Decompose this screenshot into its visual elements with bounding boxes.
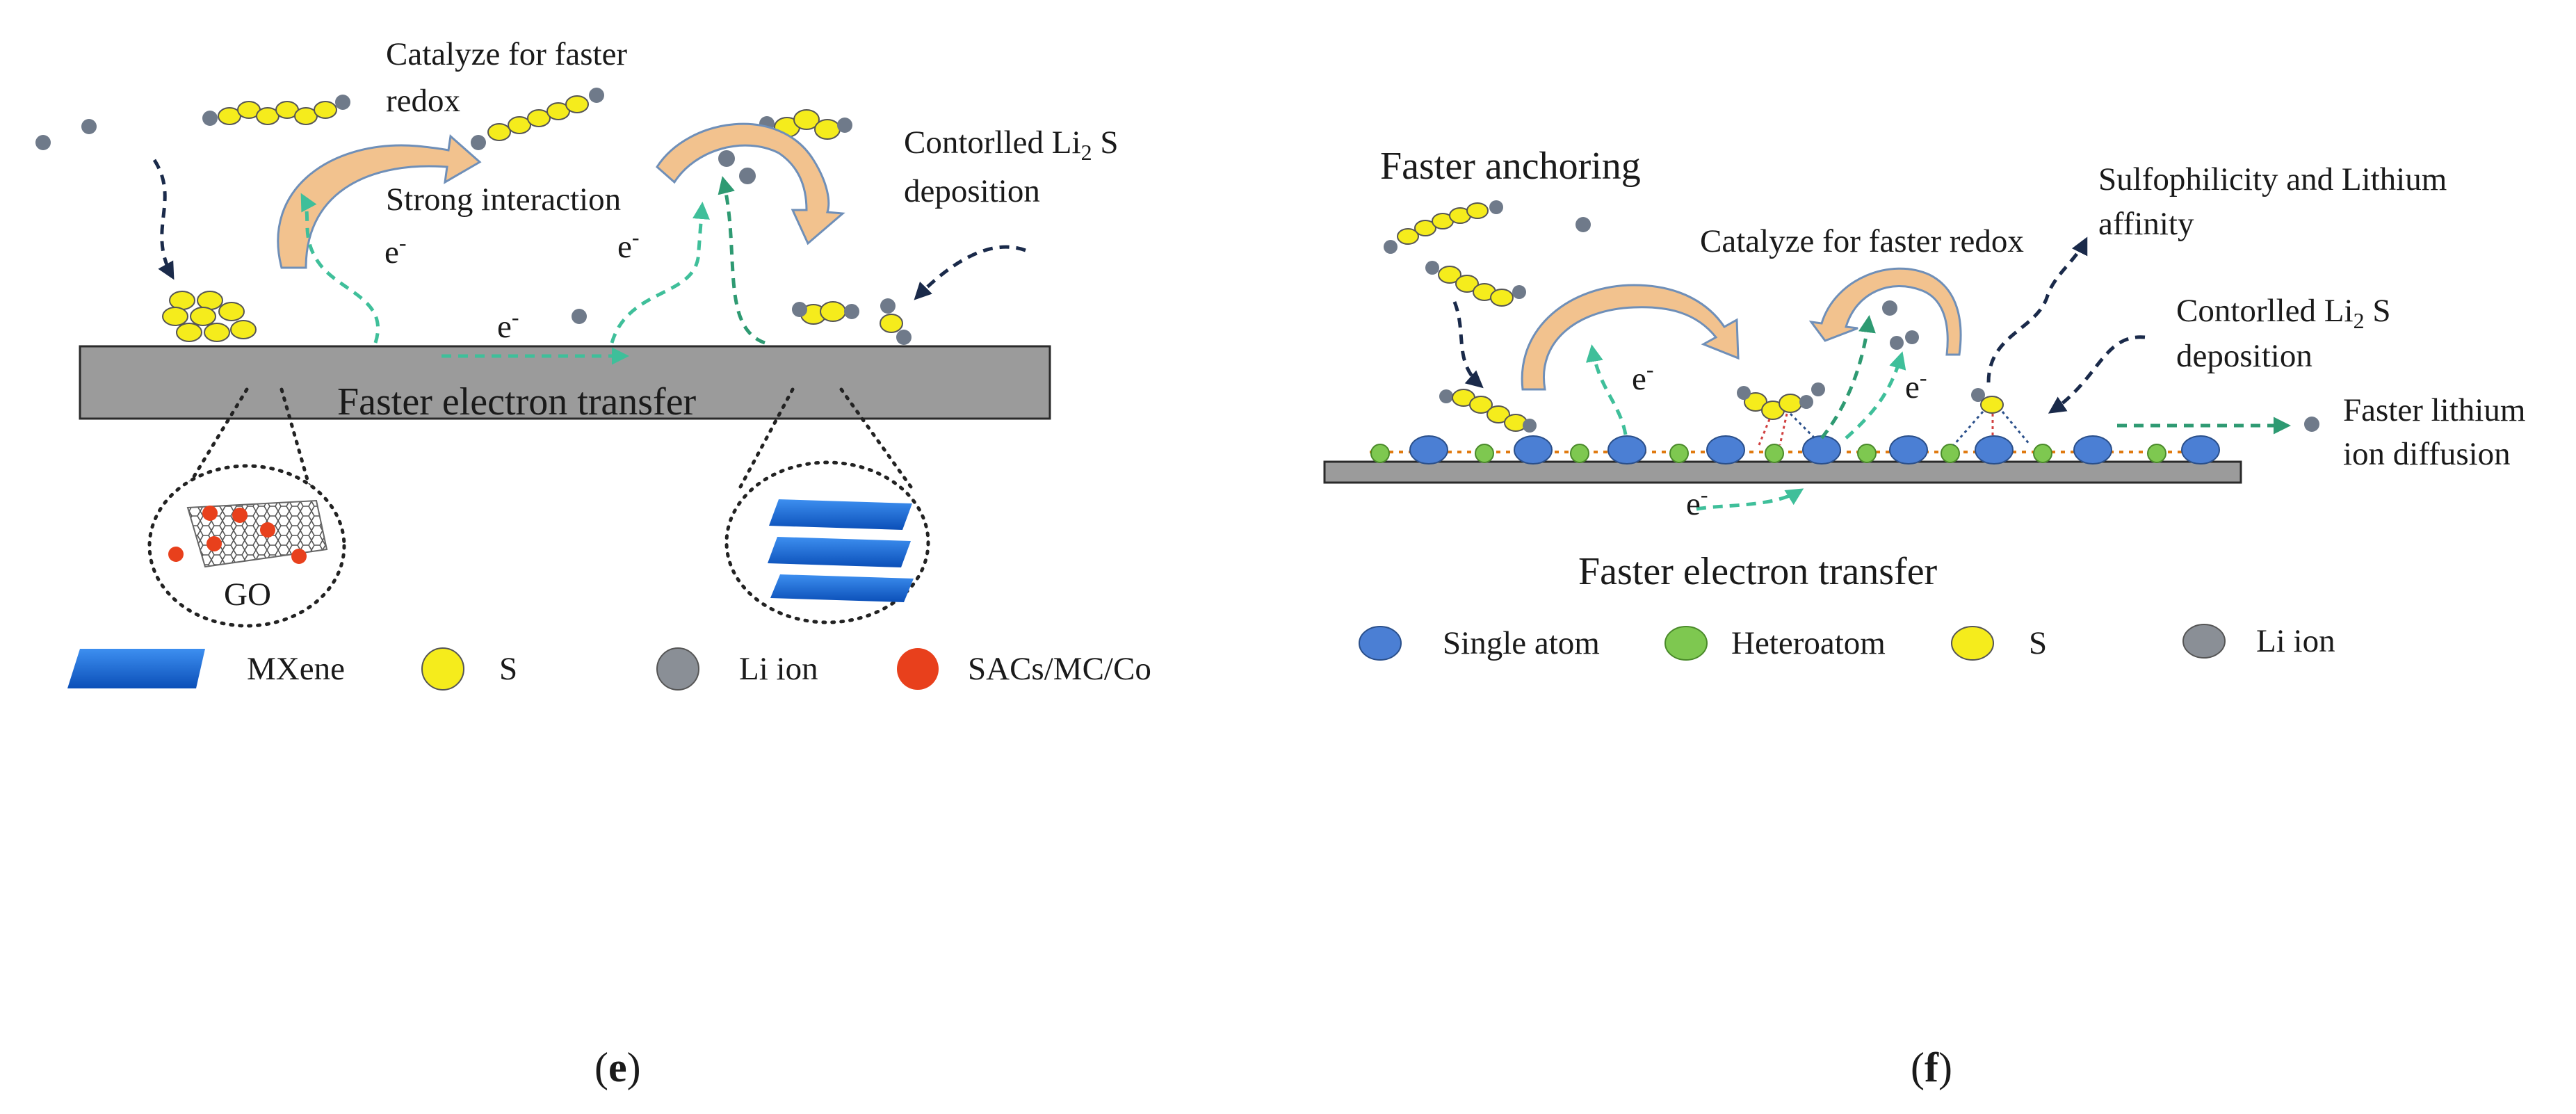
sulfur-swatch [421,647,464,691]
li-arrow-in-f2 [2048,335,2146,414]
single-atom-swatch [1359,626,1402,661]
li-ions-f [1575,217,2319,432]
electron-arrow-f3 [1845,351,1906,439]
legend-f-hetero: Heteroatom [1664,625,1886,661]
electron-arrow-e3 [610,202,710,344]
electron-label-e1: e- [384,230,407,271]
li-ion-swatch [656,647,699,691]
sulfur-swatch-f [1951,626,1994,661]
panel-e-caption: (e) [594,1044,641,1090]
li-ions-e [35,119,756,324]
polysulfide-chain-3 [759,109,852,140]
anchoring-label: Faster anchoring [1380,145,1641,188]
legend-e-sac: SACs/MC/Co [897,648,1151,690]
go-inset: GO [147,464,346,628]
go-label: GO [224,576,271,613]
li-arrow-in-left [152,159,175,280]
sulfur-cluster-left [162,291,257,342]
catalyze-e-line1: Catalyze for faster [386,36,627,72]
legend-e-mxene: MXene [67,649,345,688]
legend-f-li-label: Li ion [2256,623,2335,659]
legend-f-single: Single atom [1359,625,1600,661]
electron-arrow-f1 [1585,344,1628,435]
panel-f: Faster anchoring Catalyze for faster red… [1323,145,2525,1090]
transfer-f-label: Faster electron transfer [1578,550,1938,593]
panel-e: Faster electron transfer GO [35,36,1151,1090]
electron-label-e2: e- [617,225,640,265]
polysulfide-chain-f1 [1384,200,1503,254]
redox-arrow-f1 [1521,284,1740,391]
electron-arrow-e1 [300,193,380,344]
li-arrow-in-f1 [1452,301,1484,389]
electron-label-f2: e- [1905,365,1927,405]
zoom-lines-e [186,387,913,489]
legend-f-sulfur: S [1951,625,2047,661]
electron-arrow-e4 [718,176,765,345]
li-arrow-in-right [914,245,1026,300]
polysulfide-chain-f3 [1439,389,1537,433]
controlled-e-line1: Contorlled Li2 S [904,124,1118,165]
legend-e-sulfur: S [421,647,517,691]
redox-arrow-1 [277,134,482,269]
legend-e-li-label: Li ion [739,651,818,687]
redox-arrow-f2 [1808,267,1962,356]
strong-interaction-label: Strong interaction [386,181,621,218]
diffusion-line2: ion diffusion [2343,436,2511,472]
electron-arrow-f4 [1696,488,1804,511]
legend-f-li: Li ion [2182,623,2335,659]
anchored-s-f [1952,388,2032,446]
electron-label-f3: e- [1686,482,1708,522]
heteroatom-swatch [1664,626,1708,661]
single-atoms [1409,435,2220,465]
heteroatoms [1370,444,2166,463]
legend-e-sulfur-label: S [499,651,517,687]
controlled-f-line1: Contorlled Li2 S [2176,293,2390,333]
substrate-e: Faster electron transfer [79,345,1051,423]
surface-chain-e [792,298,912,345]
panel-f-caption: (f) [1911,1044,1952,1090]
sulfo-arrow-f [1986,236,2088,383]
legend-e: MXene S Li ion SACs/MC/Co [67,647,1151,691]
surface-chain-f [1737,382,1825,446]
polysulfide-chain-1 [202,95,350,126]
electron-label-e3: e- [497,305,519,345]
controlled-e-line2: deposition [904,173,1040,209]
mxene-swatch [67,649,205,688]
substrate-e-label: Faster electron transfer [337,380,697,423]
legend-f-single-label: Single atom [1443,625,1600,661]
mxene-inset [724,460,930,624]
legend-f-sulfur-label: S [2029,625,2047,661]
controlled-f-line2: deposition [2176,338,2312,374]
substrate-f [1323,460,2242,484]
polysulfide-chain-f2 [1425,261,1526,307]
legend-f: Single atom Heteroatom S Li ion [1359,623,2335,661]
sulfo-line2: affinity [2098,206,2194,242]
polysulfide-chain-2 [471,88,604,150]
redox-arrow-2 [656,122,845,245]
li-ion-swatch-f [2182,624,2226,659]
electron-label-f1: e- [1632,357,1654,397]
catalyze-e-line2: redox [386,83,460,119]
legend-e-sac-label: SACs/MC/Co [968,651,1151,687]
legend-e-mxene-label: MXene [247,651,345,687]
catalyze-f-label: Catalyze for faster redox [1700,223,2024,259]
legend-e-li: Li ion [656,647,818,691]
legend-f-hetero-label: Heteroatom [1731,625,1886,661]
sac-swatch [897,648,939,690]
diffusion-line1: Faster lithium [2343,392,2525,428]
sulfo-line1: Sulfophilicity and Lithium [2098,161,2447,197]
